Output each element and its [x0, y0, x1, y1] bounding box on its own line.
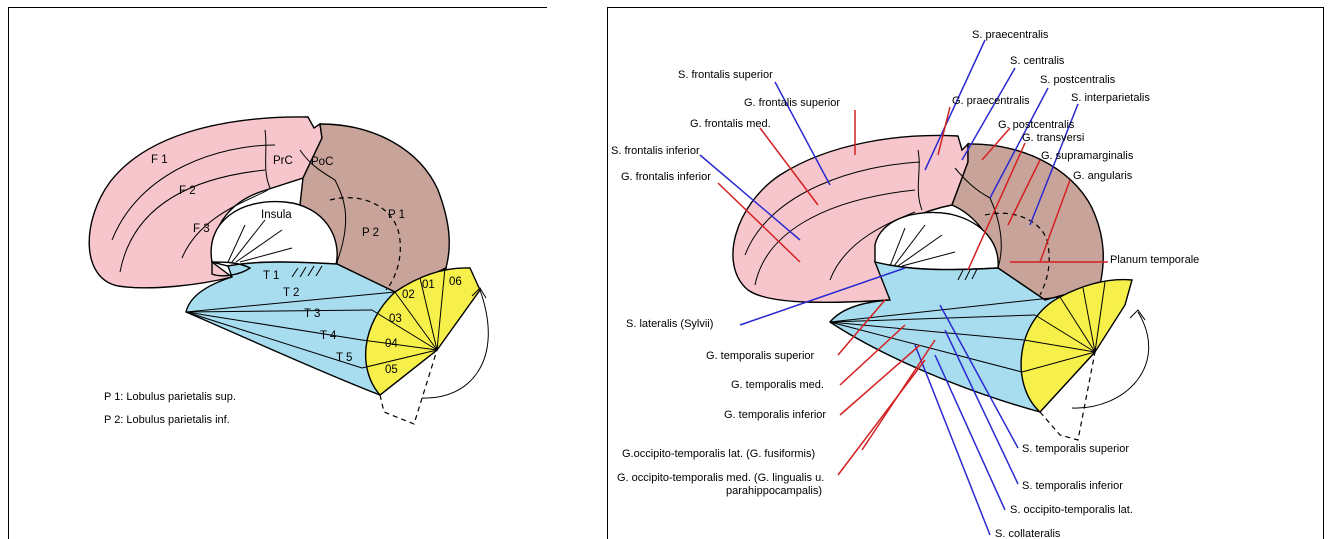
region-label-prc: PrC: [273, 155, 293, 167]
label-g-supramarginalis: G. supramarginalis: [1041, 150, 1134, 162]
region-label-t1: T 1: [263, 270, 279, 282]
leader-g-occipito-temporalis-med: [838, 360, 925, 475]
region-label-f3: F 3: [193, 223, 210, 235]
label-g-occipito-temporalis-lat: G.occipito-temporalis lat. (G. fusiformi…: [622, 448, 815, 460]
label-s-temporalis-superior: S. temporalis superior: [1022, 443, 1129, 455]
label-s-praecentralis: S. praecentralis: [972, 29, 1049, 41]
region-label-f1: F 1: [151, 154, 168, 166]
left-brain-diagram: F 1 F 2 F 3 PrC PoC Insula P 1 P 2 T 1 T…: [89, 117, 488, 426]
region-label-f2: F 2: [179, 185, 196, 197]
label-g-transversi: G. transversi: [1022, 132, 1084, 144]
label-s-temporalis-inferior: S. temporalis inferior: [1022, 480, 1123, 492]
region-label-t4: T 4: [320, 330, 337, 342]
label-g-frontalis-inferior: G. frontalis inferior: [621, 171, 711, 183]
label-s-postcentralis: S. postcentralis: [1040, 74, 1116, 86]
region-label-p1: P 1: [388, 209, 405, 221]
label-s-occipito-temporalis-lat: S. occipito-temporalis lat.: [1010, 504, 1133, 516]
label-s-centralis: S. centralis: [1010, 55, 1065, 67]
legend-p1: P 1: Lobulus parietalis sup.: [104, 391, 236, 403]
label-g-temporalis-superior: G. temporalis superior: [706, 350, 815, 362]
region-label-poc: PoC: [311, 156, 333, 168]
rotation-arrowhead-right: [1130, 310, 1145, 320]
label-g-postcentralis: G. postcentralis: [998, 119, 1075, 131]
label-g-angularis: G. angularis: [1073, 170, 1133, 182]
label-g-occipito-temporalis-med-line1: G. occipito-temporalis med. (G. linguali…: [617, 472, 824, 484]
region-label-o3: 03: [389, 313, 402, 325]
region-label-o2: 02: [402, 289, 415, 301]
region-label-insula: Insula: [261, 209, 292, 221]
region-label-o6: 06: [449, 276, 462, 288]
region-label-t2: T 2: [283, 287, 299, 299]
label-g-occipito-temporalis-med-line2: parahippocampalis): [726, 485, 822, 497]
label-g-temporalis-inferior: G. temporalis inferior: [724, 409, 826, 421]
region-label-o4: 04: [385, 338, 398, 350]
region-label-o5: 05: [385, 364, 398, 376]
label-planum-temporale: Planum temporale: [1110, 254, 1199, 266]
region-label-p2: P 2: [362, 227, 379, 239]
label-s-interparietalis: S. interparietalis: [1071, 92, 1150, 104]
right-brain-diagram: S. praecentralis S. centralis S. postcen…: [611, 29, 1199, 538]
label-g-praecentralis: G. praecentralis: [952, 95, 1030, 107]
label-s-collateralis: S. collateralis: [995, 528, 1061, 538]
label-s-frontalis-superior: S. frontalis superior: [678, 69, 773, 81]
label-s-lateralis: S. lateralis (Sylvii): [626, 318, 713, 330]
label-g-temporalis-med: G. temporalis med.: [731, 379, 824, 391]
label-s-frontalis-inferior: S. frontalis inferior: [611, 145, 700, 157]
region-label-t5: T 5: [336, 352, 352, 364]
region-label-t3: T 3: [304, 308, 320, 320]
label-g-frontalis-med: G. frontalis med.: [690, 118, 771, 130]
label-g-frontalis-superior: G. frontalis superior: [744, 97, 840, 109]
legend-p2: P 2: Lobulus parietalis inf.: [104, 414, 230, 426]
region-label-o1: 01: [422, 279, 435, 291]
